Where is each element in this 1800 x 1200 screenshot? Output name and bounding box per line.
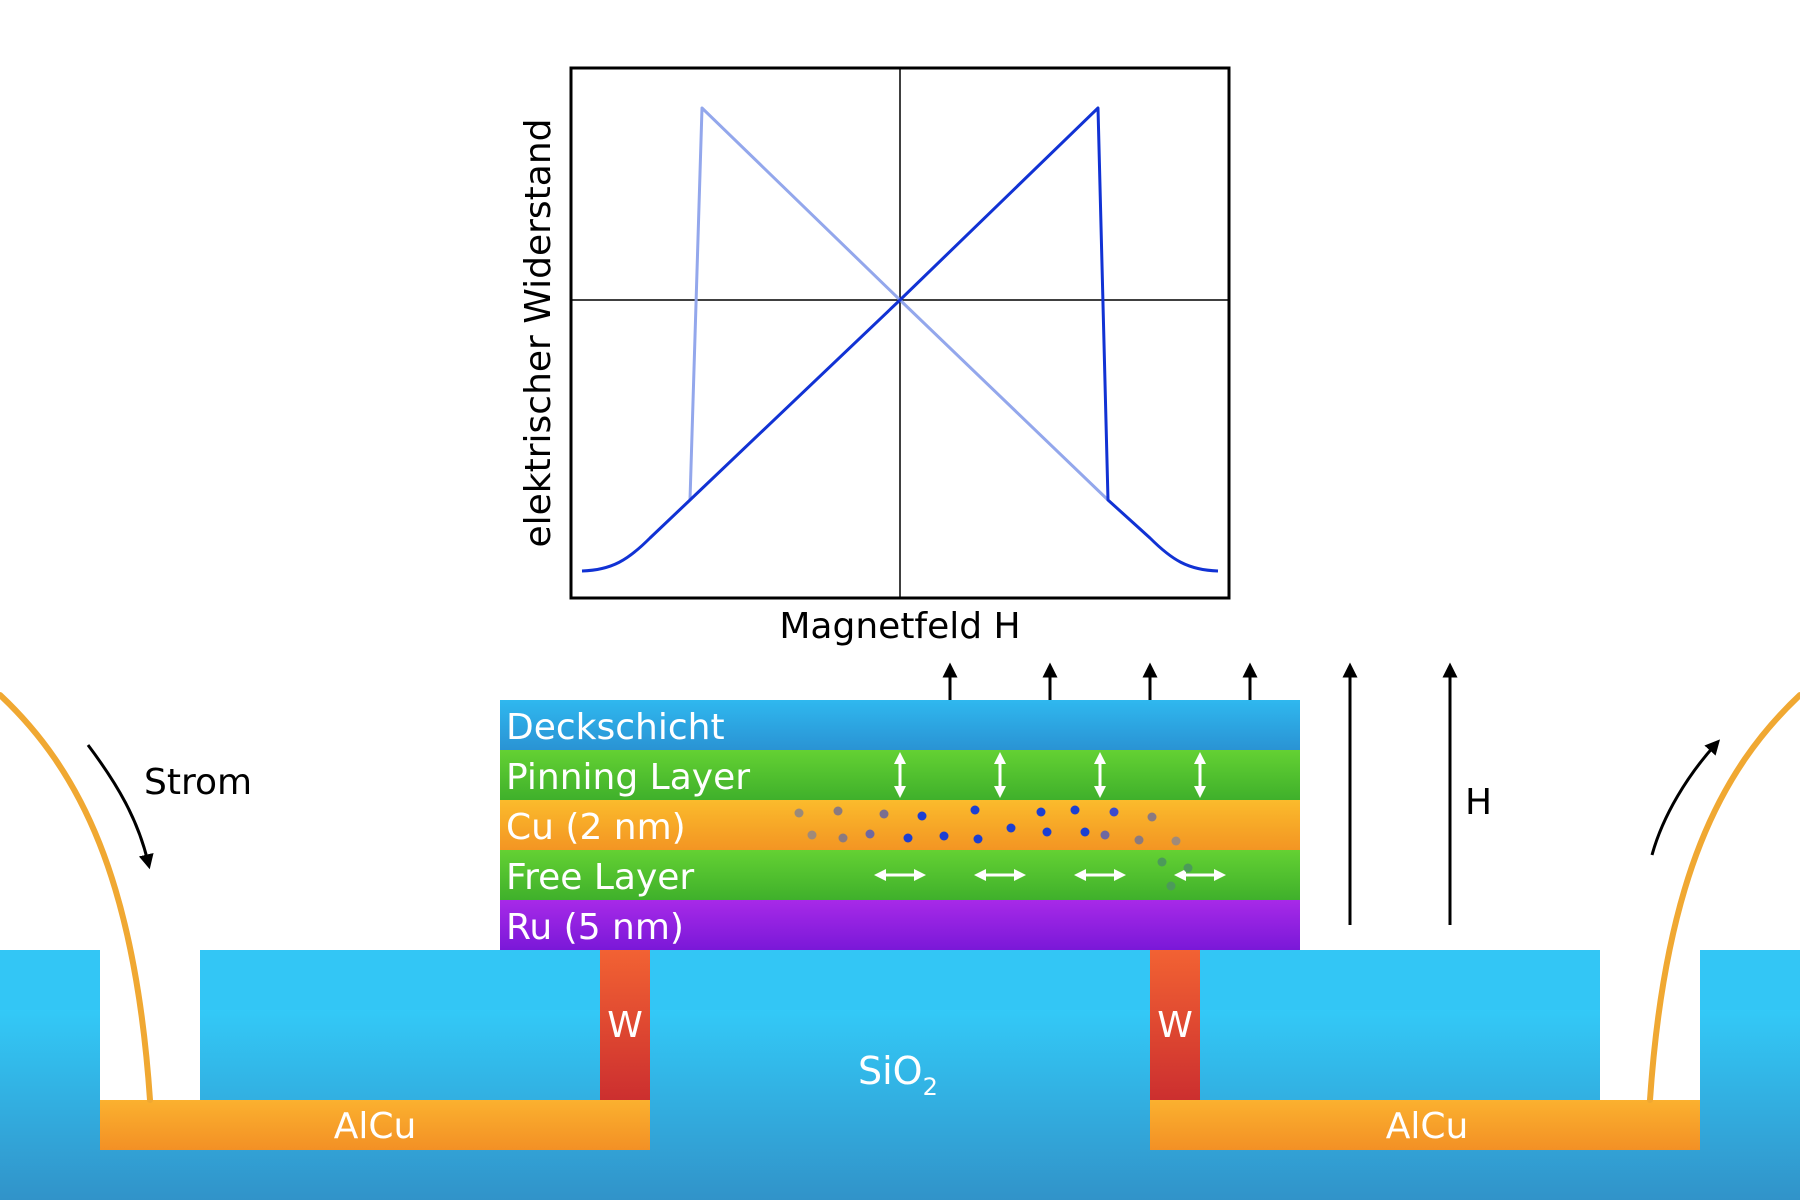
layer-spacer-label: Cu (2 nm)	[506, 807, 686, 848]
oxide-label: SiO2	[858, 1049, 938, 1101]
contact-right-label: AlCu	[1386, 1106, 1469, 1147]
electron-dots	[794, 805, 1193, 891]
field-arrows	[942, 662, 1458, 925]
layer-seed	[500, 900, 1300, 950]
contact-right: AlCu	[1150, 1100, 1700, 1150]
layer-cap	[500, 700, 1300, 750]
current-arrow-left-icon	[86, 744, 154, 870]
wire-right	[1647, 692, 1800, 1103]
current-arrow-right-icon	[1650, 739, 1721, 856]
curve-sweep-down	[688, 106, 1110, 502]
via-left: W	[600, 950, 650, 1100]
layer-seed-label: Ru (5 nm)	[506, 907, 684, 948]
field-label: H	[1465, 782, 1492, 823]
layer-spacer	[500, 800, 1300, 850]
current-label: Strom	[144, 762, 252, 803]
curve-sweep-up	[581, 106, 1219, 573]
resistance-graph: Magnetfeld H elektrischer Widerstand	[518, 66, 1231, 647]
layer-pinning-label: Pinning Layer	[506, 757, 750, 798]
graph-y-axis-label: elektrischer Widerstand	[518, 118, 559, 547]
via-right: W	[1150, 950, 1200, 1100]
layer-stack: Deckschicht Pinning Layer Cu (2 nm) Free…	[500, 700, 1300, 950]
layer-cap-label: Deckschicht	[506, 707, 725, 748]
pinning-magnetization-arrows	[894, 752, 1206, 798]
current-wires	[0, 692, 1800, 1103]
wire-left	[0, 692, 153, 1103]
graph-x-axis-label: Magnetfeld H	[779, 606, 1020, 647]
oxide-label-subscript: 2	[923, 1073, 938, 1101]
via-left-label: W	[607, 1005, 643, 1046]
oxide-label-main: SiO	[858, 1049, 923, 1093]
layer-free-label: Free Layer	[506, 857, 694, 898]
via-right-label: W	[1157, 1005, 1193, 1046]
current-direction-arrows	[86, 739, 1721, 870]
contact-left: AlCu	[100, 1100, 650, 1150]
contact-left-label: AlCu	[334, 1106, 417, 1147]
